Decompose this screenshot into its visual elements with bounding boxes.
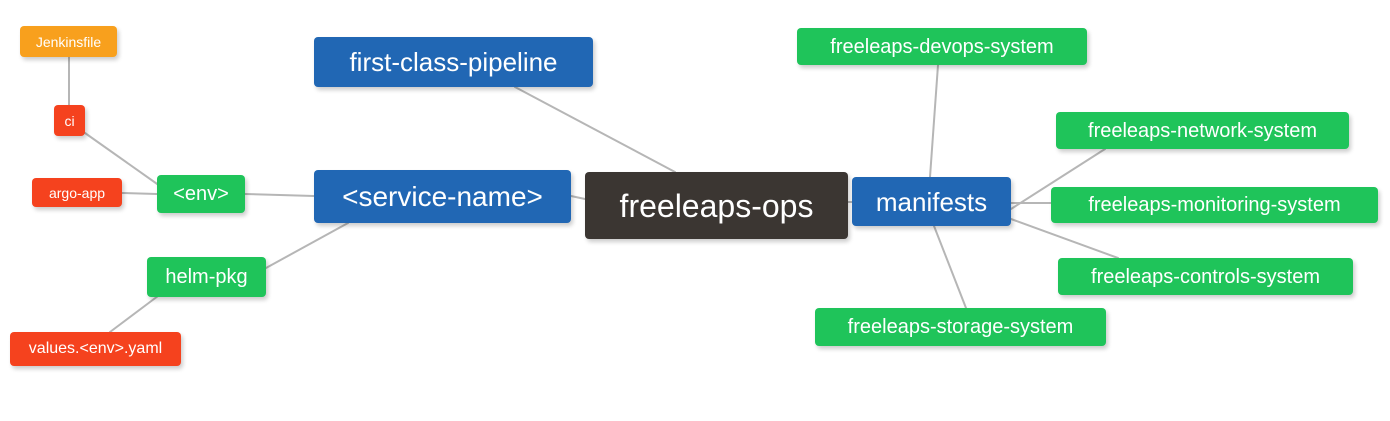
- node-label-freeleaps-ops: freeleaps-ops: [619, 187, 814, 224]
- node-freeleaps-network-system[interactable]: freeleaps-network-system: [1056, 112, 1349, 149]
- edge-env-to-service-name: [244, 193, 315, 197]
- edge-service-name-to-freeleaps-ops: [570, 195, 586, 200]
- node-label-freeleaps-controls-system: freeleaps-controls-system: [1091, 265, 1320, 288]
- node-freeleaps-devops-system[interactable]: freeleaps-devops-system: [797, 28, 1087, 65]
- node-freeleaps-monitoring-system[interactable]: freeleaps-monitoring-system: [1051, 187, 1378, 223]
- edge-argo-app-to-env: [121, 192, 158, 195]
- node-label-env: <env>: [173, 183, 229, 205]
- edge-manifests-to-freeleaps-storage-system: [933, 225, 967, 309]
- node-values-env-yaml[interactable]: values.<env>.yaml: [10, 332, 181, 366]
- edge-first-class-pipeline-to-freeleaps-ops: [514, 86, 676, 173]
- node-service-name[interactable]: <service-name>: [314, 170, 571, 223]
- edge-manifests-to-freeleaps-controls-system: [1010, 218, 1119, 259]
- node-label-freeleaps-monitoring-system: freeleaps-monitoring-system: [1088, 194, 1341, 216]
- node-label-values-env-yaml: values.<env>.yaml: [28, 340, 163, 357]
- node-label-service-name: <service-name>: [342, 180, 543, 212]
- node-freeleaps-storage-system[interactable]: freeleaps-storage-system: [815, 308, 1106, 346]
- edge-service-name-to-helm-pkg: [265, 222, 349, 269]
- node-env[interactable]: <env>: [157, 175, 245, 213]
- node-label-freeleaps-storage-system: freeleaps-storage-system: [847, 316, 1074, 338]
- node-label-manifests: manifests: [875, 186, 988, 217]
- node-helm-pkg[interactable]: helm-pkg: [147, 257, 266, 297]
- node-freeleaps-controls-system[interactable]: freeleaps-controls-system: [1058, 258, 1353, 295]
- node-ci[interactable]: ci: [54, 105, 85, 136]
- node-label-argo-app: argo-app: [48, 184, 106, 201]
- node-label-freeleaps-network-system: freeleaps-network-system: [1088, 119, 1317, 142]
- node-label-ci: ci: [64, 112, 75, 129]
- node-freeleaps-ops[interactable]: freeleaps-ops: [585, 172, 848, 239]
- edge-manifests-to-freeleaps-devops-system: [929, 64, 939, 178]
- node-jenkinsfile[interactable]: Jenkinsfile: [20, 26, 117, 57]
- node-label-freeleaps-devops-system: freeleaps-devops-system: [830, 35, 1054, 58]
- node-label-helm-pkg: helm-pkg: [165, 266, 248, 288]
- node-first-class-pipeline[interactable]: first-class-pipeline: [314, 37, 593, 87]
- node-label-first-class-pipeline: first-class-pipeline: [349, 47, 558, 77]
- node-label-jenkinsfile: Jenkinsfile: [35, 33, 102, 50]
- node-argo-app[interactable]: argo-app: [32, 178, 122, 207]
- node-manifests[interactable]: manifests: [852, 177, 1011, 226]
